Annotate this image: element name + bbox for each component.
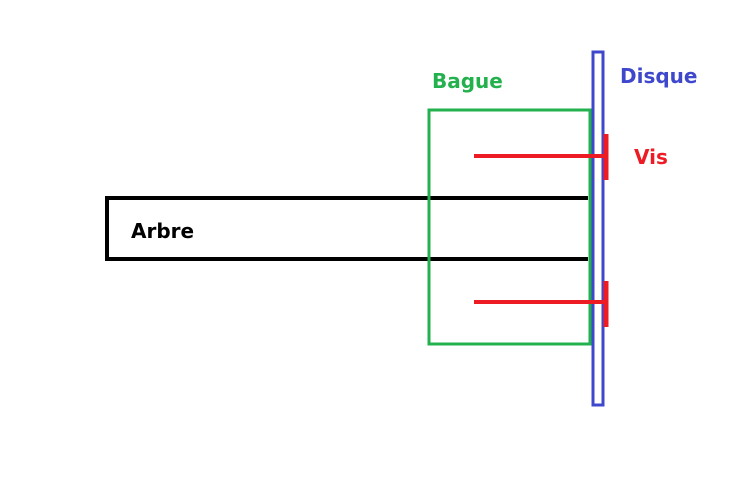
arbre-label: Arbre — [131, 219, 195, 243]
vis-bottom — [474, 281, 609, 327]
bague-shape — [427, 108, 592, 346]
bague-label: Bague — [432, 69, 503, 93]
disque-label: Disque — [620, 64, 698, 88]
vis-label: Vis — [634, 145, 668, 169]
disque-shape — [591, 50, 605, 407]
vis-top — [474, 134, 609, 180]
arbre-shape — [105, 196, 588, 261]
